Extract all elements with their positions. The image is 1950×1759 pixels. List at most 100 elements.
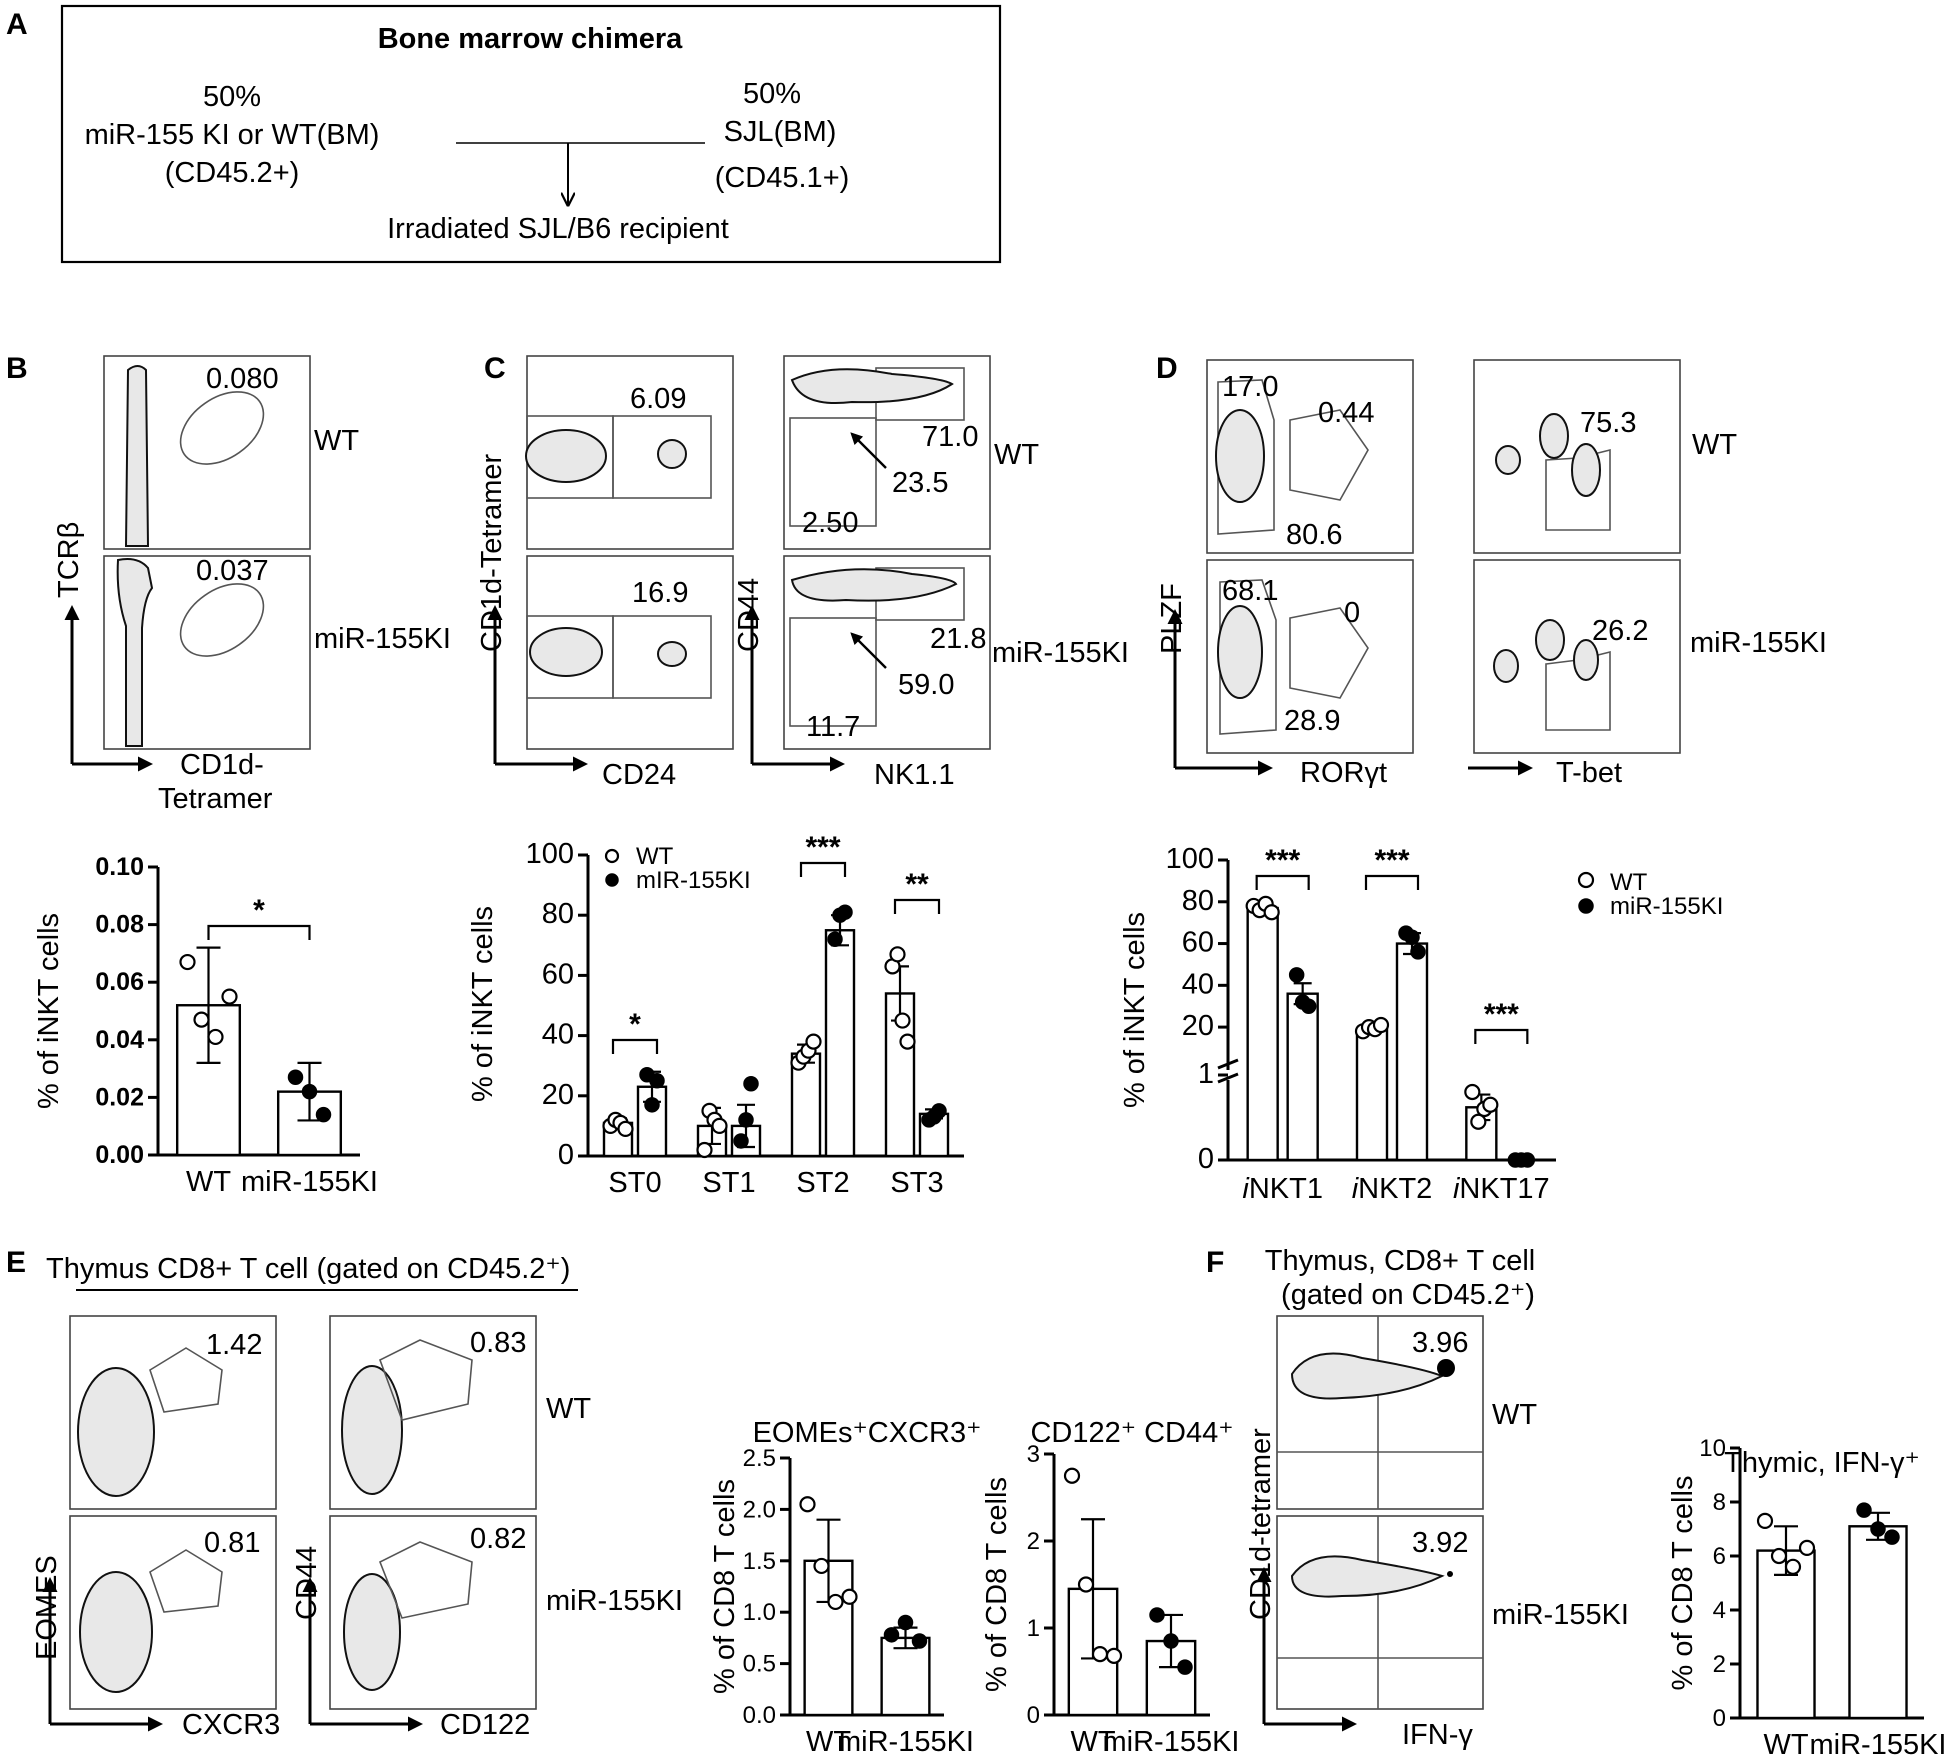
bar	[824, 929, 856, 1158]
flow-c2-ki-label: miR-155KI	[992, 637, 1129, 669]
flow-c1-ylabel: CD1d-Tetramer	[476, 453, 508, 652]
bar	[1286, 992, 1319, 1162]
x-tick-label: iNKT17	[1453, 1173, 1550, 1205]
flow-c1-ki-value: 16.9	[632, 577, 688, 609]
flow-d1-ki-ror: 0	[1344, 597, 1360, 629]
y-tick-label: 0.08	[95, 911, 144, 939]
data-point	[827, 931, 843, 948]
significance-bracket	[1364, 874, 1420, 890]
flow-d-rorgt: 17.0 0.44 80.6 68.1 0 28.9 PLZF RORγt	[1156, 359, 1414, 789]
y-tick-label: 2.5	[743, 1445, 776, 1472]
significance-bracket	[1474, 1028, 1529, 1044]
x-tick-label: miR-155KI	[241, 1166, 378, 1198]
flow-b: 0.080 0.037 WT miR-155KI TCRβ CD1d- Tetr…	[53, 355, 451, 815]
legend-marker-wt	[604, 848, 620, 864]
data-point	[1288, 967, 1305, 983]
y-tick-label: 6	[1713, 1543, 1726, 1570]
data-point	[799, 1496, 816, 1513]
data-point	[837, 904, 853, 920]
flow-e1-ki-value: 0.81	[204, 1527, 260, 1559]
data-point	[883, 1627, 900, 1643]
data-point	[1519, 1152, 1536, 1168]
panel-label-f: F	[1206, 1246, 1224, 1279]
panel-label-c: C	[484, 352, 506, 385]
significance-bracket	[207, 924, 311, 940]
data-point	[911, 1633, 928, 1649]
flow-d1-ki-low: 28.9	[1284, 705, 1340, 737]
data-point	[1770, 1547, 1788, 1565]
flow-b-wt-label: WT	[314, 425, 359, 457]
data-point	[617, 1120, 634, 1138]
data-point	[805, 1033, 822, 1050]
x-tick-label: WT	[1763, 1729, 1808, 1759]
flow-c1-wt-value: 6.09	[630, 383, 686, 415]
flow-e1-xlabel: CXCR3	[182, 1709, 280, 1741]
flow-c2-ki-low: 11.7	[806, 711, 860, 743]
y-tick-label: 0.02	[95, 1083, 144, 1111]
y-axis-label: % of iNKT cells	[33, 913, 65, 1109]
significance-bracket	[893, 898, 941, 914]
y-tick-label: 3	[1027, 1441, 1040, 1468]
data-point	[897, 1614, 914, 1631]
panel-label-d: D	[1156, 352, 1178, 385]
flow-c1-xlabel: CD24	[602, 759, 676, 791]
x-tick-label: WT	[1070, 1726, 1115, 1758]
data-point	[1464, 1083, 1481, 1101]
schematic-left-line2: (CD45.2+)	[165, 157, 300, 189]
flow-c2-ylabel: CD44	[733, 578, 765, 652]
flow-e2-xlabel: CD122	[440, 1709, 530, 1741]
data-point	[221, 988, 238, 1005]
data-point	[696, 1141, 713, 1159]
flow-f-wt-label: WT	[1492, 1399, 1537, 1431]
schematic-right-line2: (CD45.1+)	[715, 162, 850, 194]
chart-e3-eomes-cxcr3: 0.00.51.01.52.02.5WTmiR-155KIEOMEs⁺CXCR3…	[709, 1417, 981, 1758]
flow-b-wt-value: 0.080	[206, 363, 279, 395]
significance-label: *	[253, 894, 265, 927]
y-tick-label: 0.06	[95, 968, 144, 996]
flow-d2-wt-label: WT	[1692, 429, 1737, 461]
flow-b-ki-value: 0.037	[196, 555, 269, 587]
data-point	[733, 1133, 749, 1149]
y-axis-label: % of CD8 T cells	[981, 1477, 1013, 1692]
flow-d-tbet: 75.3 26.2 WT miR-155KI T-bet	[1468, 359, 1827, 789]
data-point	[1784, 1558, 1802, 1575]
data-point	[315, 1106, 332, 1123]
flow-d1-ylabel: PLZF	[1156, 583, 1188, 654]
bar	[1246, 906, 1279, 1162]
data-point	[649, 1073, 665, 1089]
x-tick-label: ST2	[796, 1167, 849, 1199]
flow-d1-xlabel: RORγt	[1300, 757, 1387, 789]
data-point	[1149, 1607, 1165, 1623]
y-tick-label: 0	[1713, 1705, 1726, 1732]
data-point	[1410, 944, 1426, 960]
flow-e2-ki-value: 0.82	[470, 1523, 526, 1555]
legend-marker-ki	[1578, 898, 1594, 914]
data-point	[287, 1069, 304, 1085]
flow-e-ki-label: miR-155KI	[546, 1585, 683, 1617]
y-axis-label: % of iNKT cells	[1119, 912, 1151, 1108]
y-axis-label: % of CD8 T cells	[709, 1479, 741, 1694]
data-point	[1756, 1512, 1774, 1530]
y-tick-label: 40	[1182, 968, 1214, 1000]
flow-d2-ki-value: 26.2	[1592, 615, 1648, 647]
flow-d1-ki-plzf: 68.1	[1222, 575, 1278, 607]
x-tick-label: miR-155KI	[1810, 1729, 1947, 1759]
y-tick-label: 20	[1182, 1010, 1214, 1042]
schematic-right-pct: 50%	[743, 78, 801, 110]
flow-e: Thymus CD8+ T cell (gated on CD45.2⁺) 1.…	[31, 1253, 683, 1741]
data-point	[1300, 998, 1317, 1014]
y-tick-label: 0.5	[743, 1651, 776, 1678]
data-point	[827, 1593, 844, 1611]
f-title-2: (gated on CD45.2⁺)	[1281, 1279, 1535, 1311]
y-tick-label: 10	[1699, 1435, 1726, 1462]
flow-b-ylabel: TCRβ	[53, 522, 85, 598]
data-point	[1077, 1576, 1095, 1593]
x-tick-label: iNKT1	[1242, 1173, 1323, 1205]
significance-bracket	[611, 1038, 659, 1054]
flow-c2-wt-arrow: 23.5	[892, 467, 948, 499]
axis-break	[1217, 1072, 1239, 1084]
y-tick-label: 2.0	[743, 1496, 776, 1523]
flow-f-xlabel: IFN-γ	[1402, 1719, 1473, 1751]
